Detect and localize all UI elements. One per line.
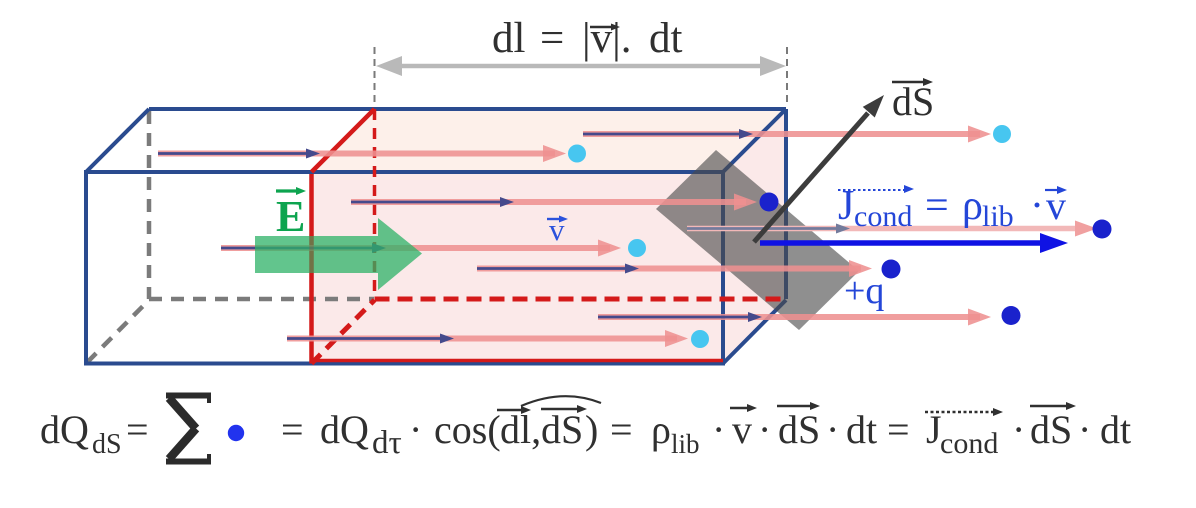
svg-text:v: v [1046, 183, 1066, 228]
svg-text:dS: dS [1030, 407, 1072, 452]
svg-text:dS: dS [778, 407, 820, 452]
svg-text:): ) [585, 407, 598, 452]
svg-text:J: J [838, 183, 854, 229]
svg-text:dS: dS [92, 429, 122, 460]
svg-text:=: = [610, 407, 633, 452]
svg-text:J: J [926, 407, 942, 452]
svg-text:·: · [1030, 183, 1044, 229]
svg-text:lib: lib [982, 200, 1014, 233]
svg-text:=: = [126, 407, 149, 452]
svg-text:·: · [1012, 407, 1025, 452]
svg-text:cond: cond [854, 200, 912, 233]
svg-text:=: = [887, 407, 910, 452]
svg-text:dt: dt [846, 407, 877, 452]
svg-text:lib: lib [671, 429, 700, 459]
svg-text:=: = [925, 183, 949, 229]
svg-text:dl: dl [492, 15, 526, 62]
svg-text:=: = [540, 15, 564, 62]
svg-text:dQ: dQ [40, 407, 89, 452]
svg-text:·: · [1078, 407, 1091, 452]
svg-text:dS: dS [541, 407, 583, 452]
svg-text:dQ: dQ [320, 407, 369, 452]
svg-text:ρ: ρ [651, 407, 671, 452]
svg-text:E: E [276, 192, 305, 241]
svg-text:·: · [826, 407, 839, 452]
svg-text:dτ: dτ [372, 425, 402, 461]
svg-text:cond: cond [940, 427, 998, 460]
svg-text:dt: dt [649, 15, 683, 62]
svg-text:cos(: cos( [434, 407, 501, 452]
svg-text:v: v [732, 407, 752, 452]
svg-text:|v|.: |v|. [582, 15, 631, 62]
svg-text:ρ: ρ [962, 183, 983, 229]
svg-text:·: · [712, 407, 725, 452]
svg-text:·: · [409, 407, 422, 452]
svg-text:+q: +q [844, 270, 884, 312]
svg-text:dt: dt [1100, 407, 1131, 452]
svg-text:dS: dS [892, 79, 934, 124]
svg-text:dl,: dl, [500, 407, 541, 452]
svg-text:=: = [281, 407, 304, 452]
svg-text:·: · [758, 407, 771, 452]
